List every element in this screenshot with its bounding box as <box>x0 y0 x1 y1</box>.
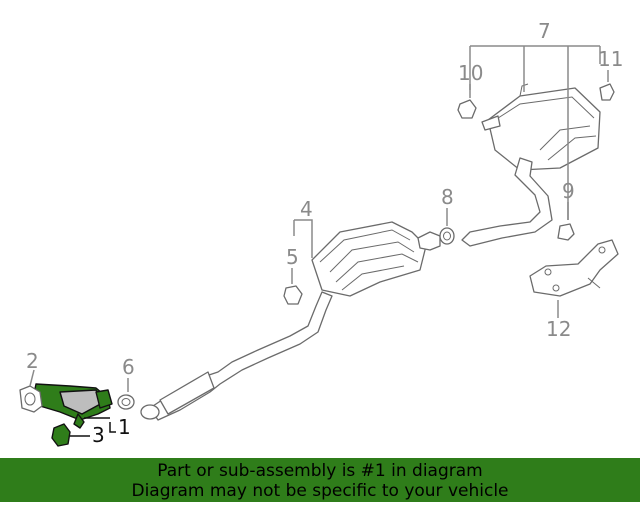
callout-12: 12 <box>546 317 571 341</box>
callout-1: 1 <box>118 415 131 439</box>
rear-pipe <box>461 157 553 247</box>
hanger-part-10 <box>457 99 477 119</box>
hanger-part-9 <box>557 223 575 241</box>
front-pipe <box>140 291 333 421</box>
rear-muffler <box>481 83 601 171</box>
center-muffler <box>311 221 441 297</box>
callout-5: 5 <box>286 245 299 269</box>
leader-lines <box>29 45 609 437</box>
clip-part-11 <box>599 83 615 101</box>
bracket-part-3 <box>51 423 71 447</box>
callout-4: 4 <box>300 197 313 221</box>
callout-10: 10 <box>458 61 483 85</box>
info-banner: Part or sub-assembly is #1 in diagram Di… <box>0 458 640 502</box>
callout-2: 2 <box>26 349 39 373</box>
callout-6: 6 <box>122 355 135 379</box>
exhaust-system-diagram: 7 10 11 9 8 4 5 12 6 2 1 3 <box>19 19 623 447</box>
gasket-part-6 <box>117 394 135 410</box>
callout-8: 8 <box>441 185 454 209</box>
callout-11: 11 <box>598 47 623 71</box>
hanger-part-5 <box>283 285 303 305</box>
catalytic-converter-part-1 <box>33 383 113 429</box>
banner-line-1: Part or sub-assembly is #1 in diagram <box>157 461 483 481</box>
callout-labels: 7 10 11 9 8 4 5 12 6 2 1 3 <box>26 19 623 447</box>
banner-line-2: Diagram may not be specific to your vehi… <box>131 481 509 501</box>
callout-7: 7 <box>538 19 551 43</box>
callout-3: 3 <box>92 423 105 447</box>
callout-9: 9 <box>562 179 575 203</box>
gasket-part-8 <box>439 227 455 245</box>
bracket-part-12 <box>529 239 619 297</box>
